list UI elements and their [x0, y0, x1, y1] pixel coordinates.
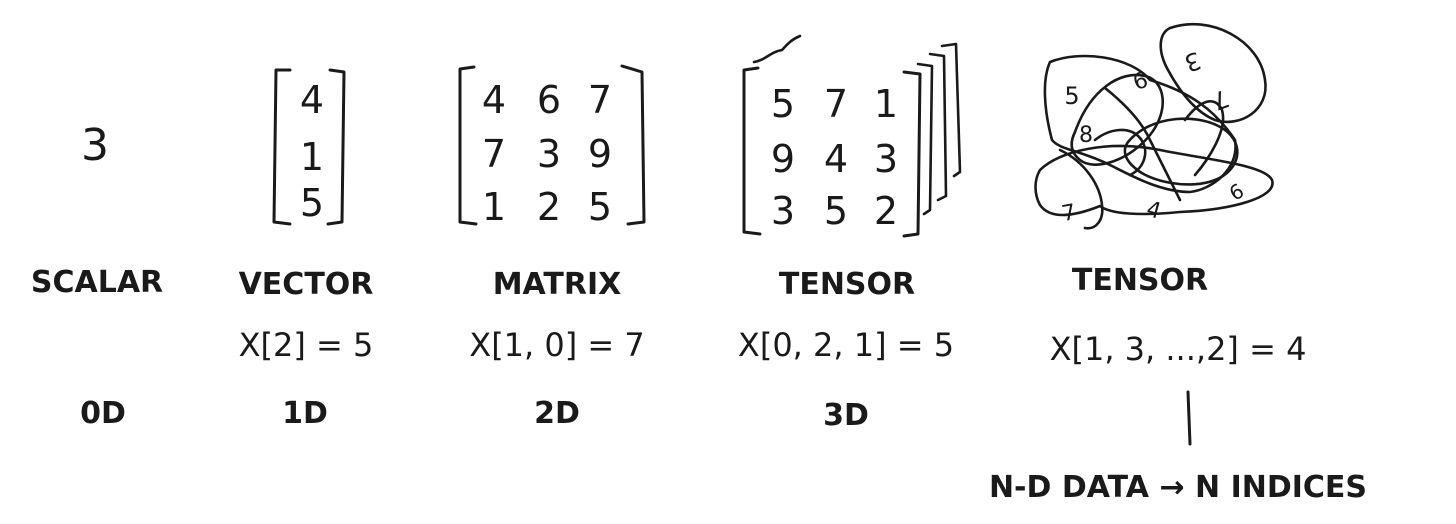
footer-caption: N-D DATA → N INDICES [989, 470, 1367, 505]
matrix-index-example: X[1, 0] = 7 [469, 326, 644, 364]
blob-number: 6 [1130, 68, 1152, 96]
matrix-dimension: 2D [534, 396, 580, 431]
tensor-3d-dimension: 3D [823, 398, 869, 433]
tensor-nd-index-example: X[1, 3, ...,2] = 4 [1050, 330, 1307, 368]
tensor-cell: 5 [771, 82, 795, 126]
matrix-cell: 7 [588, 78, 612, 122]
vector-element: 4 [300, 78, 324, 122]
tensor-cell: 7 [824, 82, 848, 126]
vector-element: 5 [300, 181, 324, 225]
tensor-right-bracket [902, 70, 922, 238]
matrix-cell: 7 [482, 132, 506, 176]
tensor-cell: 9 [771, 137, 795, 181]
matrix-label: MATRIX [493, 267, 622, 302]
matrix-cell: 4 [482, 78, 506, 122]
blob-number: 8 [1079, 123, 1093, 148]
matrix-cell: 6 [537, 78, 561, 122]
matrix-cell: 3 [537, 132, 561, 176]
tensor-cell: 3 [874, 137, 898, 181]
blob-number: 7 [1060, 200, 1078, 227]
tensor-layer-middle [928, 52, 948, 202]
tensor-layer-top-edge [752, 34, 802, 64]
blob-number: 3 [1181, 46, 1205, 78]
blob-number: 4 [1144, 197, 1164, 225]
tensor-cell: 2 [874, 189, 898, 233]
blob-number: 7 [1209, 84, 1233, 116]
matrix-right-bracket [620, 64, 646, 226]
connector-line [1186, 390, 1192, 446]
vector-element: 1 [300, 135, 324, 179]
matrix-left-bracket [458, 65, 478, 226]
vector-index-example: X[2] = 5 [239, 326, 374, 364]
tensor-cell: 4 [824, 137, 848, 181]
vector-dimension: 1D [282, 396, 328, 431]
tensor-cell: 1 [874, 82, 898, 126]
matrix-cell: 2 [537, 185, 561, 229]
scalar-value: 3 [81, 120, 109, 171]
tensor-cell: 3 [771, 189, 795, 233]
tensor-nd-blob [1034, 22, 1274, 230]
tensor-3d-index-example: X[0, 2, 1] = 5 [738, 326, 954, 364]
tensor-layer-back [940, 42, 962, 178]
scalar-group: 3 SCALAR 0D [31, 120, 163, 431]
tensor-cell: 5 [824, 189, 848, 233]
tensor-nd-group: 5 6 3 7 8 7 4 6 TENSOR X[1, 3, ...,2] = … [989, 22, 1367, 505]
vector-group: 4 1 5 VECTOR X[2] = 5 1D [239, 68, 374, 431]
vector-right-bracket [326, 68, 346, 226]
tensor-nd-label: TENSOR [1072, 263, 1208, 298]
scalar-label: SCALAR [31, 265, 163, 300]
matrix-cell: 1 [482, 185, 506, 229]
matrix-cell: 9 [588, 132, 612, 176]
tensor-left-bracket [742, 66, 762, 236]
vector-left-bracket [272, 68, 292, 226]
tensor-layer-front [916, 62, 934, 216]
scalar-dimension: 0D [80, 396, 126, 431]
tensor-3d-label: TENSOR [779, 267, 915, 302]
matrix-cell: 5 [588, 185, 612, 229]
vector-label: VECTOR [239, 267, 374, 302]
blob-number: 5 [1064, 82, 1079, 110]
